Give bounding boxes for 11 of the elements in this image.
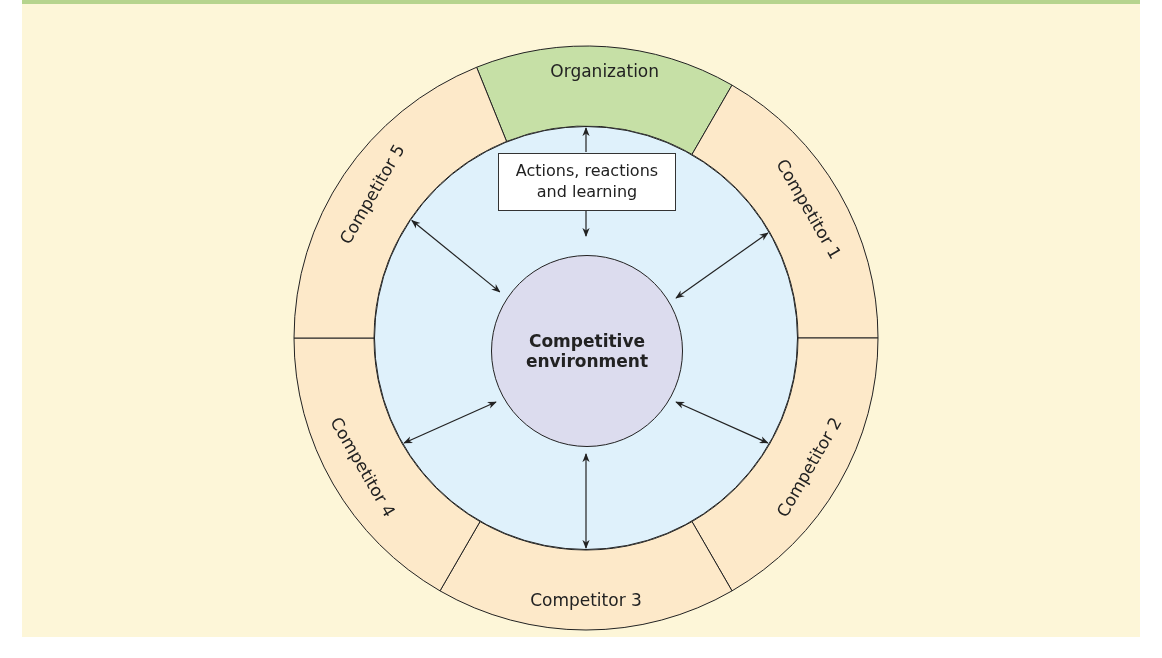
- double-arrow: [411, 219, 501, 293]
- double-arrow: [675, 401, 769, 444]
- segment-label: Organization: [550, 60, 660, 81]
- text-box: Actions, reactions and learning: [498, 153, 676, 211]
- double-arrow: [403, 401, 497, 444]
- arrow: [582, 127, 590, 153]
- arrow: [582, 209, 590, 237]
- double-arrow: [582, 453, 590, 549]
- double-arrow: [675, 232, 769, 299]
- center-circle: Competitive environment: [491, 255, 683, 447]
- segment-label: Competitor 3: [530, 590, 642, 610]
